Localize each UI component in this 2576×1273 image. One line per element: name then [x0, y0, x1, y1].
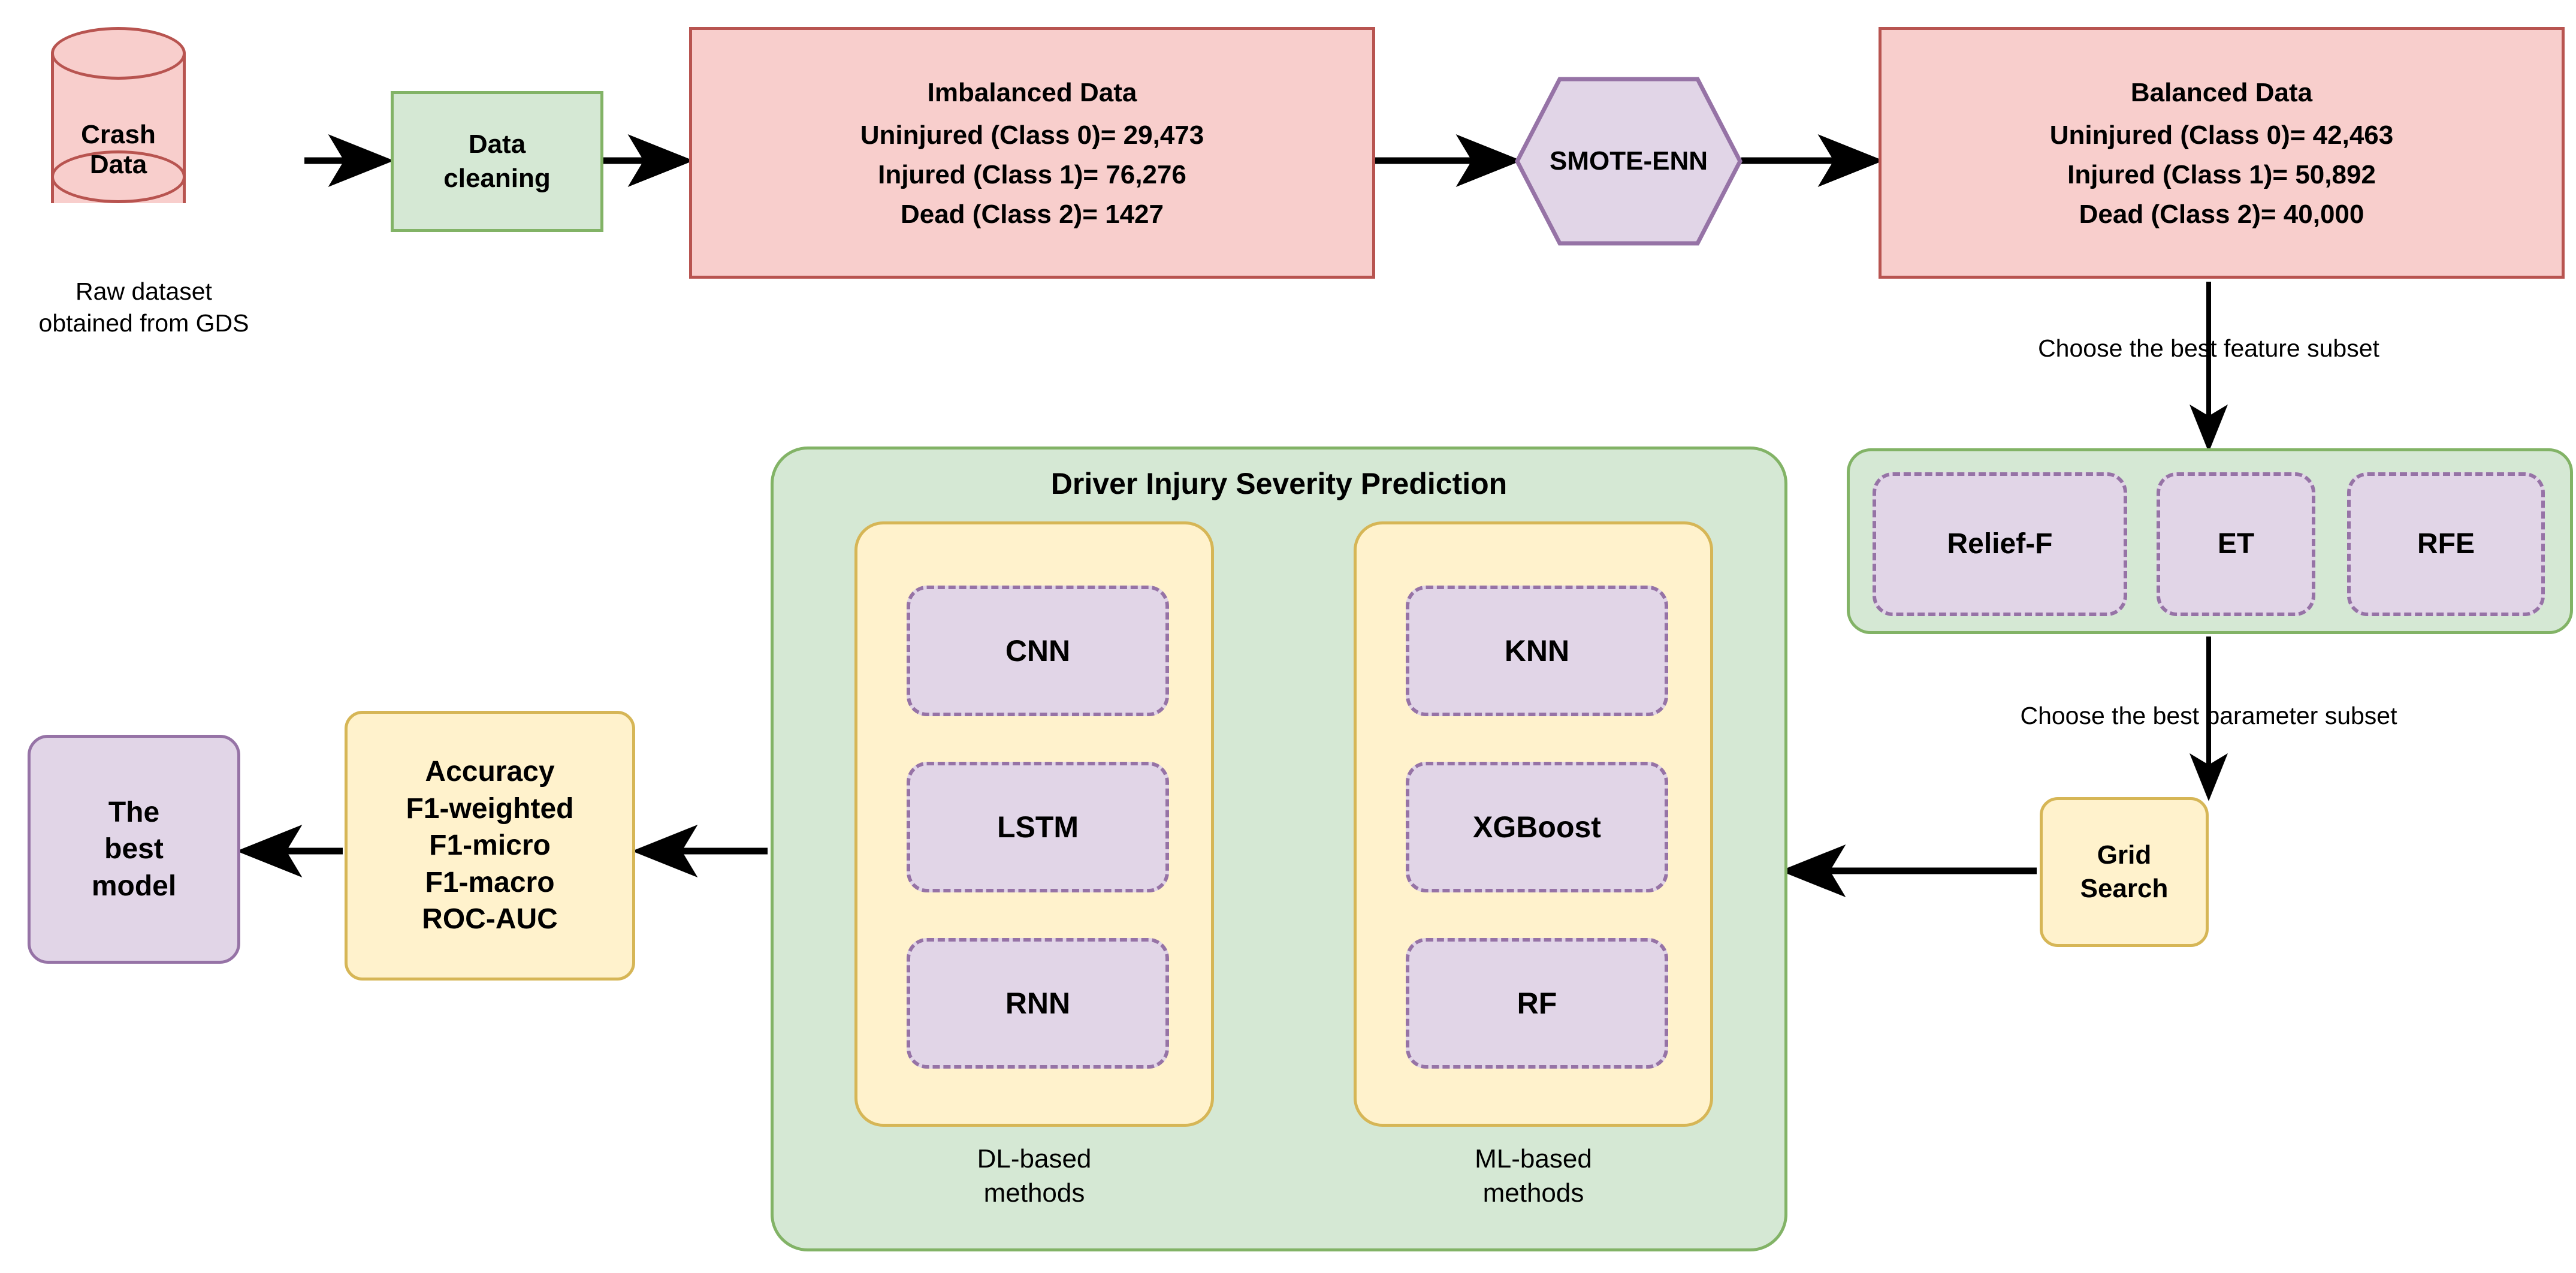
best-model-label-line2: best — [104, 833, 164, 865]
data-cleaning-label-line2: cleaning — [443, 163, 551, 193]
dl-methods-group: CNN LSTM RNN — [854, 521, 1214, 1127]
metrics-item-0: Accuracy — [425, 756, 555, 788]
metrics-item-1: F1-weighted — [406, 792, 574, 825]
raw-dataset-caption-line2: obtained from GDS — [38, 309, 249, 337]
metrics-item-4: ROC-AUC — [422, 903, 558, 936]
imbalanced-data-row-0: Uninjured (Class 0)= 29,473 — [860, 120, 1204, 150]
metrics-item-2: F1-micro — [429, 829, 551, 862]
smote-enn-node[interactable]: SMOTE-ENN — [1515, 77, 1743, 246]
balanced-data-row-2: Dead (Class 2)= 40,000 — [2079, 200, 2364, 230]
crash-data-label-line1: Crash — [81, 120, 156, 149]
ml-method-rf-label: RF — [1517, 987, 1557, 1020]
balanced-data-title: Balanced Data — [2130, 78, 2313, 108]
dl-method-lstm[interactable]: LSTM — [907, 762, 1169, 892]
dl-methods-caption-line1: DL-based — [977, 1144, 1092, 1174]
ml-method-rf[interactable]: RF — [1406, 938, 1668, 1069]
ml-methods-caption-line1: ML-based — [1475, 1144, 1592, 1174]
best-model-label-line3: model — [91, 870, 177, 902]
balanced-data-row-1: Injured (Class 1)= 50,892 — [2067, 160, 2376, 189]
best-model-label-line1: The — [108, 796, 160, 828]
metrics-item-3: F1-macro — [425, 866, 555, 898]
feature-selection-item-et-label: ET — [2217, 528, 2255, 560]
ml-method-knn-label: KNN — [1504, 634, 1570, 668]
prediction-container: Driver Injury Severity Prediction CNN LS… — [771, 447, 1787, 1251]
feature-selection-group: Relief-F ET RFE — [1847, 448, 2573, 634]
data-cleaning-label-line1: Data — [468, 129, 526, 159]
grid-search-label-line1: Grid — [2097, 840, 2152, 870]
crash-data-cylinder: Crash Data — [51, 27, 186, 228]
dl-methods-caption: DL-based methods — [854, 1142, 1214, 1210]
ml-methods-group: KNN XGBoost RF — [1354, 521, 1713, 1127]
raw-dataset-caption: Raw dataset obtained from GDS — [18, 276, 270, 340]
dl-method-lstm-label: LSTM — [996, 810, 1079, 844]
ml-methods-caption: ML-based methods — [1354, 1142, 1713, 1210]
imbalanced-data-row-2: Dead (Class 2)= 1427 — [900, 200, 1164, 230]
feature-selection-item-rfe-label: RFE — [2417, 528, 2475, 560]
balanced-data-node[interactable]: Balanced Data Uninjured (Class 0)= 42,46… — [1879, 27, 2565, 279]
imbalanced-data-node[interactable]: Imbalanced Data Uninjured (Class 0)= 29,… — [689, 27, 1375, 279]
feature-selection-item-relief-f-label: Relief-F — [1947, 528, 2053, 560]
feature-selection-item-et[interactable]: ET — [2157, 472, 2315, 616]
crash-data-label: Crash Data — [51, 93, 186, 207]
best-model-node[interactable]: The best model — [28, 735, 240, 964]
balanced-data-row-0: Uninjured (Class 0)= 42,463 — [2049, 120, 2394, 150]
hexagon-shape — [1515, 77, 1743, 246]
feature-selection-item-relief-f[interactable]: Relief-F — [1873, 472, 2127, 616]
raw-dataset-caption-line1: Raw dataset — [76, 277, 212, 305]
crash-data-label-line2: Data — [89, 150, 147, 179]
feature-selection-item-rfe[interactable]: RFE — [2347, 472, 2545, 616]
grid-search-node[interactable]: Grid Search — [2040, 797, 2209, 947]
dl-method-cnn-label: CNN — [1005, 634, 1071, 668]
metrics-node[interactable]: Accuracy F1-weighted F1-micro F1-macro R… — [345, 711, 635, 981]
imbalanced-data-row-1: Injured (Class 1)= 76,276 — [878, 160, 1186, 189]
smote-enn-label: SMOTE-ENN — [1550, 146, 1708, 176]
dl-method-rnn-label: RNN — [1005, 987, 1071, 1020]
ml-method-knn[interactable]: KNN — [1406, 586, 1668, 716]
feature-subset-edge-label: Choose the best feature subset — [2038, 334, 2379, 362]
dl-method-cnn[interactable]: CNN — [907, 586, 1169, 716]
ml-methods-caption-line2: methods — [1482, 1178, 1584, 1208]
parameter-subset-edge-label: Choose the best parameter subset — [2020, 702, 2397, 729]
cylinder-bottom-ellipse — [51, 150, 186, 203]
ml-method-xgboost-label: XGBoost — [1473, 810, 1601, 844]
ml-method-xgboost[interactable]: XGBoost — [1406, 762, 1668, 892]
cylinder-top-ellipse — [51, 27, 186, 80]
grid-search-label-line2: Search — [2080, 874, 2169, 903]
data-cleaning-node[interactable]: Data cleaning — [391, 91, 603, 232]
dl-methods-caption-line2: methods — [983, 1178, 1085, 1208]
imbalanced-data-title: Imbalanced Data — [927, 78, 1137, 108]
prediction-container-title: Driver Injury Severity Prediction — [1050, 467, 1508, 500]
dl-method-rnn[interactable]: RNN — [907, 938, 1169, 1069]
